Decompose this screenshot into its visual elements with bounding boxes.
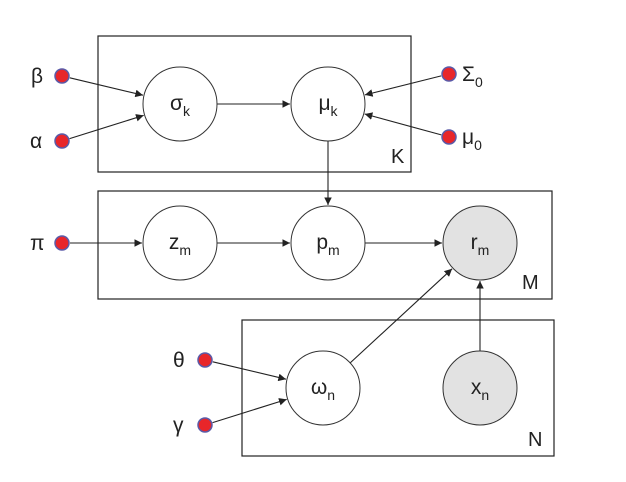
hyper-theta-label: θ [173,349,185,372]
edge-gamma-to-omega [212,398,287,424]
node-r: rm [442,205,518,281]
hyper-mu0: μ0 [441,126,482,153]
hyper-gamma: γ [173,414,213,437]
svg-text:rm: rm [471,231,490,258]
plate-k [97,35,412,173]
node-omega: ωn [285,350,361,426]
plate-m [97,190,553,300]
svg-text:Σ0: Σ0 [462,63,483,90]
node-r-base: r [471,231,478,254]
svg-text:γ: γ [173,414,184,437]
hyper-sigma0-sub: 0 [475,74,483,90]
node-r-sub: m [478,242,490,258]
plate-n-label: N [528,429,542,451]
edges [69,75,484,424]
hyper-mu0-sub: 0 [474,137,482,153]
node-p-base: p [316,231,328,254]
svg-text:σk: σk [170,92,191,119]
hyper-theta: θ [173,349,213,372]
node-z-base: z [169,231,180,254]
plates: K M N [97,35,555,457]
svg-text:μ0: μ0 [462,126,482,153]
node-mu: μk [290,66,366,142]
node-x: xn [442,350,518,426]
hyper-pi-label: π [30,232,45,255]
hyper-gamma-label: γ [173,414,184,437]
nodes: σk μk zm pm rm ωn xn [142,66,518,426]
edge-omega-to-r [349,268,453,364]
svg-text:xn: xn [471,376,489,403]
node-p-sub: m [328,242,340,258]
hyper-pi: π [30,232,70,255]
edge-theta-to-omega [212,361,287,382]
node-sigma-base: σ [170,92,183,115]
svg-text:pm: pm [316,231,339,258]
plate-m-label: M [522,272,539,294]
node-mu-base: μ [318,92,330,115]
hyper-mu0-base: μ [462,126,474,149]
svg-text:ωn: ωn [311,376,335,403]
hyper-alpha: α [30,130,70,153]
node-z-sub: m [179,242,191,258]
edge-beta-to-sigma [69,77,144,98]
svg-text:μk: μk [318,92,338,119]
node-x-base: x [471,376,482,399]
svg-text:θ: θ [173,349,185,372]
node-omega-sub: n [327,387,335,403]
edge-alpha-to-sigma [69,114,144,140]
plate-k-label: K [391,146,405,168]
svg-text:β: β [31,65,43,88]
hyper-beta-label: β [31,65,43,88]
hyper-alpha-label: α [30,130,42,153]
edge-mu0-to-mu [364,112,442,136]
node-mu-sub: k [331,103,339,119]
svg-text:π: π [30,232,45,255]
svg-text:α: α [30,130,42,153]
hyper-beta: β [31,65,70,88]
edge-Sigma0-to-mu [364,75,442,97]
plate-n [241,319,555,457]
node-omega-base: ω [311,376,327,399]
node-p: pm [290,205,366,281]
hyper-sigma0: Σ0 [441,63,483,90]
hyper-sigma0-base: Σ [462,63,475,86]
node-z: zm [142,205,218,281]
node-x-sub: n [481,387,489,403]
hyperparameters: β α Σ0 μ0 π θ γ [30,63,483,437]
svg-text:zm: zm [169,231,191,258]
node-sigma: σk [142,66,218,142]
node-sigma-sub: k [183,103,191,119]
